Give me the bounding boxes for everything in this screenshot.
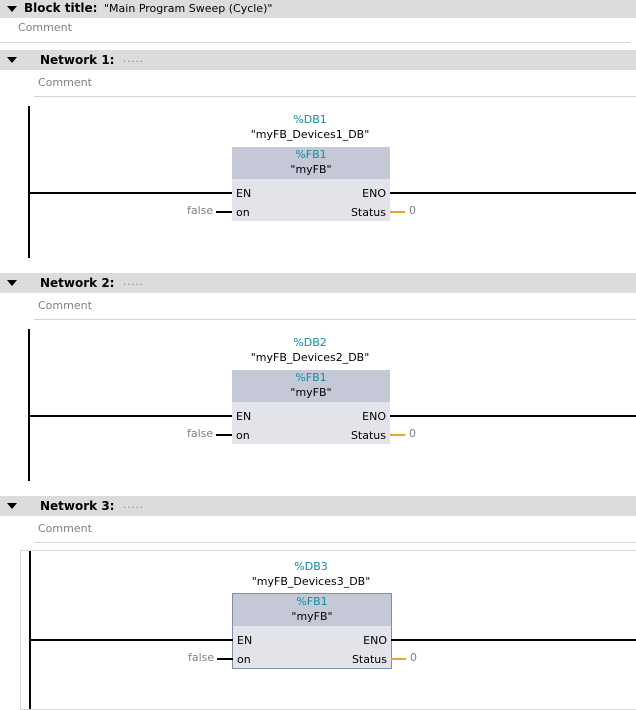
- on-input-value[interactable]: false: [187, 427, 214, 440]
- fb-call-box[interactable]: %FB1 "myFB" EN ENO on Status: [232, 370, 390, 444]
- eno-wire: [390, 415, 636, 417]
- pin-on: on: [237, 653, 251, 666]
- status-output-value[interactable]: 0: [410, 651, 417, 664]
- power-rail: [29, 551, 31, 709]
- on-wire: [216, 211, 232, 213]
- block-title-value[interactable]: "Main Program Sweep (Cycle)": [104, 2, 273, 15]
- instance-db-address: %DB2: [293, 336, 327, 349]
- network-3-comment-placeholder: Comment: [38, 522, 92, 535]
- network-1-collapse-icon[interactable]: [7, 57, 17, 63]
- fb-call-header: %FB1 "myFB": [232, 147, 390, 179]
- block-title-label: Block title:: [24, 1, 98, 15]
- power-rail: [28, 106, 30, 258]
- network-2-comment-field[interactable]: Comment: [34, 296, 636, 320]
- block-comment-field[interactable]: Comment: [0, 18, 630, 43]
- fb-address: %FB1: [295, 148, 327, 161]
- block-title-bar[interactable]: Block title: "Main Program Sweep (Cycle)…: [0, 0, 636, 18]
- pin-en: EN: [237, 634, 253, 647]
- en-wire: [30, 192, 232, 194]
- power-rail: [28, 329, 30, 481]
- pin-en: EN: [236, 187, 252, 200]
- network-2-title-field[interactable]: .....: [123, 277, 144, 288]
- fb-call-header: %FB1 "myFB": [232, 370, 390, 402]
- pin-on: on: [236, 429, 250, 442]
- en-wire: [30, 415, 232, 417]
- network-3-ladder-area[interactable]: %DB3 "myFB_Devices3_DB" %FB1 "myFB" EN E…: [20, 550, 636, 710]
- pin-eno: ENO: [362, 410, 386, 423]
- fb-call-box[interactable]: %FB1 "myFB" EN ENO on Status: [232, 593, 392, 669]
- network-1-header[interactable]: Network 1: .....: [0, 50, 636, 70]
- network-2-comment-placeholder: Comment: [38, 299, 92, 312]
- instance-db-name[interactable]: "myFB_Devices2_DB": [250, 351, 370, 364]
- pin-eno: ENO: [362, 187, 386, 200]
- instance-db-address: %DB3: [294, 560, 328, 573]
- network-3-comment-field[interactable]: Comment: [34, 519, 636, 543]
- fb-name: "myFB": [290, 386, 332, 399]
- on-wire: [216, 434, 232, 436]
- status-output-value[interactable]: 0: [409, 427, 416, 440]
- collapse-triangle-icon[interactable]: [7, 6, 17, 12]
- network-2-collapse-icon[interactable]: [7, 280, 17, 286]
- pin-status: Status: [350, 429, 386, 442]
- network-2-header[interactable]: Network 2: .....: [0, 273, 636, 293]
- fb-name: "myFB": [290, 163, 332, 176]
- instance-db-name[interactable]: "myFB_Devices3_DB": [251, 575, 371, 588]
- network-2-title: Network 2:: [40, 276, 115, 290]
- status-wire: [391, 658, 406, 660]
- network-3-title-field[interactable]: .....: [123, 500, 144, 511]
- on-wire: [217, 658, 233, 660]
- block-comment-placeholder: Comment: [18, 21, 72, 34]
- network-3-title: Network 3:: [40, 499, 115, 513]
- network-1-ladder-area[interactable]: %DB1 "myFB_Devices1_DB" %FB1 "myFB" EN E…: [20, 106, 636, 258]
- pin-status: Status: [350, 206, 386, 219]
- status-wire: [390, 211, 405, 213]
- en-wire: [31, 639, 233, 641]
- on-input-value[interactable]: false: [187, 204, 214, 217]
- status-output-value[interactable]: 0: [409, 204, 416, 217]
- pin-on: on: [236, 206, 250, 219]
- fb-call-header: %FB1 "myFB": [233, 594, 391, 626]
- eno-wire: [390, 192, 636, 194]
- network-2-ladder-area[interactable]: %DB2 "myFB_Devices2_DB" %FB1 "myFB" EN E…: [20, 329, 636, 481]
- pin-eno: ENO: [363, 634, 387, 647]
- pin-status: Status: [351, 653, 387, 666]
- instance-db-address: %DB1: [293, 113, 327, 126]
- network-3-collapse-icon[interactable]: [7, 503, 17, 509]
- fb-name: "myFB": [291, 610, 333, 623]
- eno-wire: [391, 639, 636, 641]
- fb-address: %FB1: [296, 595, 328, 608]
- pin-en: EN: [236, 410, 252, 423]
- network-1-comment-placeholder: Comment: [38, 76, 92, 89]
- network-1-title: Network 1:: [40, 53, 115, 67]
- network-1-title-field[interactable]: .....: [123, 54, 144, 65]
- network-1-comment-field[interactable]: Comment: [34, 73, 636, 97]
- network-3-header[interactable]: Network 3: .....: [0, 496, 636, 516]
- fb-address: %FB1: [295, 371, 327, 384]
- status-wire: [390, 434, 405, 436]
- instance-db-name[interactable]: "myFB_Devices1_DB": [250, 128, 370, 141]
- on-input-value[interactable]: false: [188, 651, 215, 664]
- fb-call-box[interactable]: %FB1 "myFB" EN ENO on Status: [232, 147, 390, 221]
